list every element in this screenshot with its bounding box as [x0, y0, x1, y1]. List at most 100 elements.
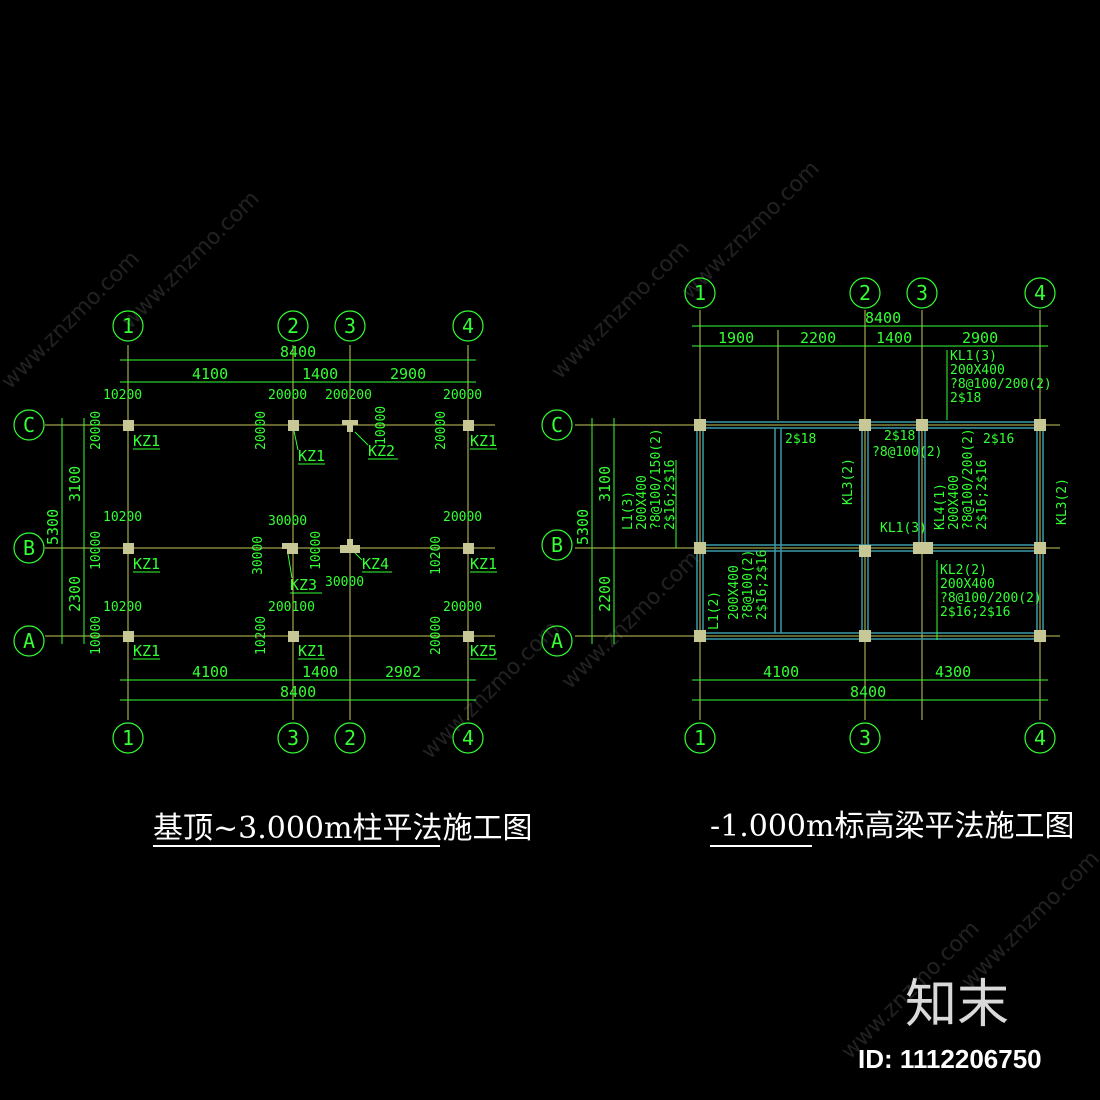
axis-a-label: A: [551, 629, 563, 653]
beam-size: 200X400: [727, 565, 742, 620]
col-dim: 30000: [251, 536, 266, 575]
dim-span: 1900: [718, 329, 754, 347]
col-dim: 30000: [268, 514, 307, 529]
axis-1-label: 1: [122, 726, 134, 750]
right-plan-title: -1.000m标高梁平法施工图: [710, 809, 1074, 844]
col-dim: 20000: [443, 600, 482, 615]
beam-label: KL2(2): [940, 563, 987, 578]
axis-1-label: 1: [694, 281, 706, 305]
left-plan-title: 基顶~3.000m柱平法施工图: [153, 811, 532, 846]
beam-label: KL4(1): [933, 483, 948, 530]
column-kz1: [463, 420, 474, 431]
dim-span: 4100: [192, 365, 228, 383]
column-label: KZ1: [133, 642, 160, 660]
col-dim: 10200: [103, 510, 142, 525]
axis-4-label: 4: [1034, 726, 1046, 750]
right-beam-plan: 1 2 3 4 1 3 4 C B A 8400 1900 2200 1400 …: [541, 277, 1074, 847]
dim-overall-bottom: 8400: [850, 683, 886, 701]
col-dim: 20000: [254, 411, 269, 450]
col-dim: 20000: [443, 510, 482, 525]
col-dim: 20000: [89, 411, 104, 450]
watermark-text: www.znzmo.com: [957, 846, 1100, 994]
dim-span-left: 3100: [66, 466, 84, 502]
beam-size: 200X400: [635, 475, 650, 530]
column-kz1: [288, 631, 299, 642]
column-label: KZ1: [298, 642, 325, 660]
column-kz3: [282, 543, 298, 554]
col-dim: 200100: [268, 600, 315, 615]
column-label: KZ1: [133, 555, 160, 573]
col-dim: 10000: [89, 531, 104, 570]
dim-span: 2200: [800, 329, 836, 347]
dim-span: 1400: [876, 329, 912, 347]
dim-span-left: 3100: [596, 466, 614, 502]
beam-label: KL3(2): [1055, 478, 1070, 525]
beam-stirrup: ?8@100/200(2): [950, 377, 1052, 392]
col-dim: 20000: [268, 388, 307, 403]
beam-stirrup: ?8@100(2): [872, 445, 942, 460]
beam-size: 200X400: [947, 475, 962, 530]
beam-rebar: 2$16: [983, 432, 1014, 447]
beam-rebar: 2$16;2$16: [755, 550, 770, 620]
axis-1-label: 1: [122, 314, 134, 338]
axis-1-label: 1: [694, 726, 706, 750]
column-kz4: [340, 539, 360, 553]
col-dim: 10200: [103, 600, 142, 615]
column-label: KZ4: [362, 555, 389, 573]
column-kz1: [123, 420, 134, 431]
column-kz1: [463, 543, 474, 554]
axis-3-label: 3: [287, 726, 299, 750]
col-dim: 30000: [325, 575, 364, 590]
axis-3-label: 3: [344, 314, 356, 338]
axis-2-label: 2: [859, 281, 871, 305]
col-dim: 20000: [429, 616, 444, 655]
col-dim: 10000: [309, 531, 324, 570]
beam-label: KL3(2): [841, 458, 856, 505]
col-dim: 10200: [103, 388, 142, 403]
column-kz2: [342, 420, 358, 432]
axis-3-label: 3: [916, 281, 928, 305]
col-dim: 10000: [374, 406, 389, 445]
brand-logo: 知末: [905, 975, 1009, 1035]
axis-a-label: A: [23, 629, 35, 653]
dim-span: 1400: [302, 365, 338, 383]
beam-stirrup: ?8@100/150(2): [649, 428, 664, 530]
beam-rebar: 2$16;2$16: [940, 605, 1010, 620]
dim-span-left: 2200: [596, 576, 614, 612]
watermark-layer: www.znzmo.com www.znzmo.com www.znzmo.co…: [0, 156, 1100, 1064]
dim-span: 1400: [302, 663, 338, 681]
col-dim: 20000: [434, 411, 449, 450]
beam-rebar: 2$16;2$16: [975, 460, 990, 530]
beam-rebar: 2$18: [950, 391, 981, 406]
beam-size: 200X400: [940, 577, 995, 592]
column-label: KZ1: [298, 447, 325, 465]
axis-c-label: C: [23, 413, 35, 437]
beam-rebar: 2$18: [884, 429, 915, 444]
axis-b-label: B: [23, 536, 35, 560]
axis-b-label: B: [551, 533, 563, 557]
dim-span: 2900: [390, 365, 426, 383]
dim-overall-bottom: 8400: [280, 683, 316, 701]
dim-span: 4100: [192, 663, 228, 681]
axis-4-label: 4: [462, 314, 474, 338]
image-id: ID: 1112206750: [858, 1044, 1042, 1074]
dim-span: 4300: [935, 663, 971, 681]
watermark-text: www.znzmo.com: [557, 546, 705, 694]
column-label: KZ1: [133, 432, 160, 450]
left-column-plan: 1 2 3 4 1 3 2 4 C B A 8400 4100 1400 290…: [13, 310, 532, 847]
col-dim: 20000: [443, 388, 482, 403]
beam-label: KL1(3): [950, 349, 997, 364]
col-dim: 10200: [429, 536, 444, 575]
dim-span: 2902: [385, 663, 421, 681]
beam-stirrup: ?8@100/200(2): [961, 428, 976, 530]
dim-overall-left: 5300: [574, 509, 592, 545]
axis-3-label: 3: [859, 726, 871, 750]
dim-span: 2900: [962, 329, 998, 347]
dim-overall-left: 5300: [44, 509, 62, 545]
column-label: KZ2: [368, 442, 395, 460]
column-kz1: [123, 631, 134, 642]
col-dim: 10200: [254, 616, 269, 655]
dim-overall-top: 8400: [280, 343, 316, 361]
